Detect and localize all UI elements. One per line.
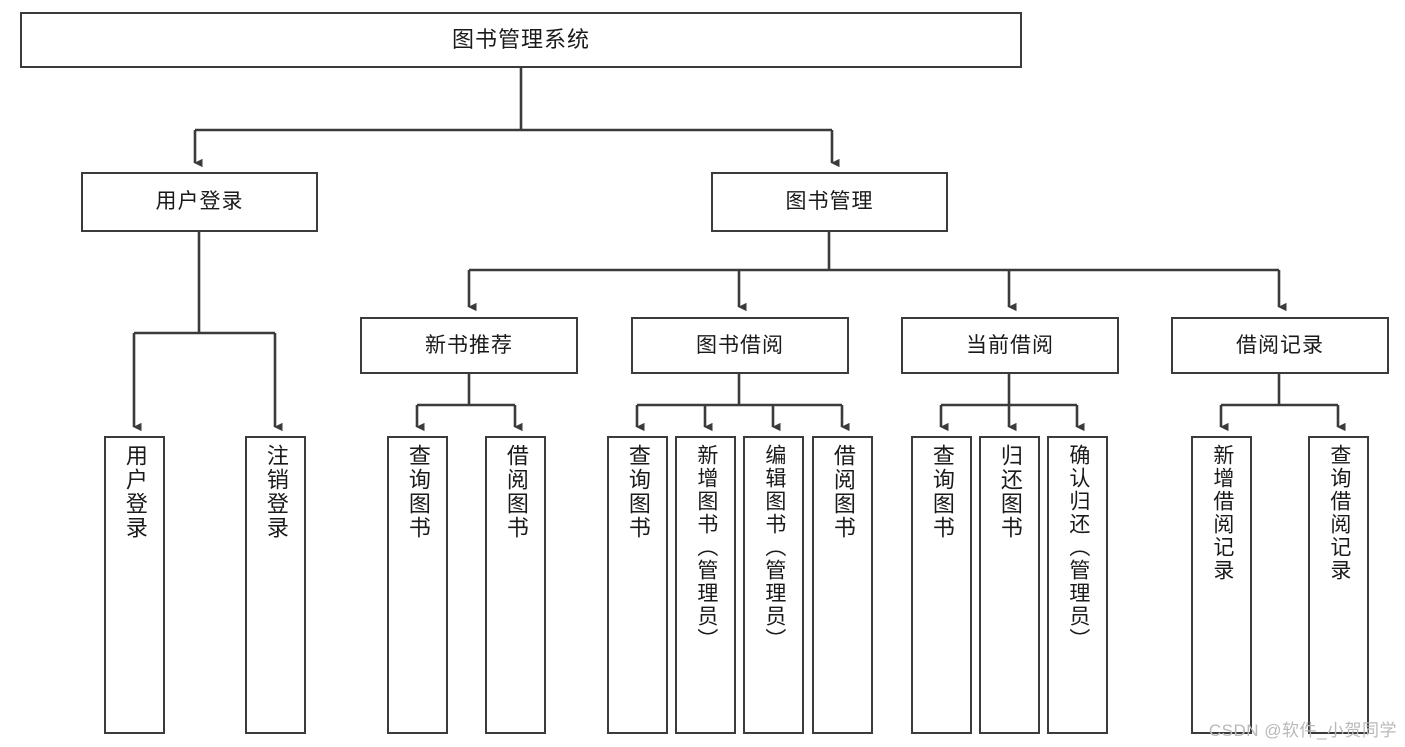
node-label: 借阅图书 [503, 444, 529, 540]
node-label: 查询图书 [625, 444, 651, 540]
node-root-system[interactable]: 图书管理系统 [20, 12, 1022, 68]
leaf-current-confirm-return-admin[interactable]: 确认归还（管理员） [1047, 436, 1108, 734]
leaf-record-add-record[interactable]: 新增借阅记录 [1191, 436, 1252, 734]
node-label: 归还图书 [997, 444, 1023, 540]
node-label: 新增借阅记录 [1210, 444, 1234, 582]
leaf-borrow-add-book-admin[interactable]: 新增图书（管理员） [675, 436, 736, 734]
node-book-borrow[interactable]: 图书借阅 [631, 317, 849, 374]
csdn-watermark: CSDN @软件_小贺同学 [1208, 721, 1397, 740]
node-label: 用户登录 [155, 190, 244, 214]
node-label: 图书借阅 [696, 333, 784, 357]
node-label: 图书管理 [785, 190, 874, 214]
leaf-user-login-logout[interactable]: 注销登录 [245, 436, 306, 734]
node-label: 借阅记录 [1236, 333, 1324, 357]
leaf-borrow-edit-book-admin[interactable]: 编辑图书（管理员） [743, 436, 804, 734]
node-label: 新书推荐 [425, 333, 513, 357]
node-new-book-recommend[interactable]: 新书推荐 [360, 317, 578, 374]
leaf-current-query-book[interactable]: 查询图书 [911, 436, 972, 734]
node-label: 当前借阅 [966, 333, 1054, 357]
leaf-new-book-query[interactable]: 查询图书 [387, 436, 448, 734]
node-user-login[interactable]: 用户登录 [81, 172, 318, 232]
node-label: 查询借阅记录 [1327, 444, 1351, 582]
node-label: 借阅图书 [830, 444, 856, 540]
node-label: 注销登录 [263, 444, 289, 540]
node-label: 编辑图书（管理员） [762, 444, 786, 651]
node-current-borrow[interactable]: 当前借阅 [901, 317, 1119, 374]
node-label: 新增图书（管理员） [694, 444, 718, 651]
node-label: 查询图书 [929, 444, 955, 540]
leaf-record-query-record[interactable]: 查询借阅记录 [1308, 436, 1369, 734]
node-book-management[interactable]: 图书管理 [711, 172, 948, 232]
leaf-current-return-book[interactable]: 归还图书 [979, 436, 1040, 734]
node-label: 查询图书 [405, 444, 431, 540]
leaf-borrow-query-book[interactable]: 查询图书 [607, 436, 668, 734]
node-label: 用户登录 [122, 444, 148, 540]
leaf-new-book-borrow[interactable]: 借阅图书 [485, 436, 546, 734]
leaf-user-login-login[interactable]: 用户登录 [104, 436, 165, 734]
node-label: 图书管理系统 [451, 26, 590, 52]
leaf-borrow-borrow-book[interactable]: 借阅图书 [812, 436, 873, 734]
node-borrow-record[interactable]: 借阅记录 [1171, 317, 1389, 374]
node-label: 确认归还（管理员） [1066, 444, 1090, 651]
